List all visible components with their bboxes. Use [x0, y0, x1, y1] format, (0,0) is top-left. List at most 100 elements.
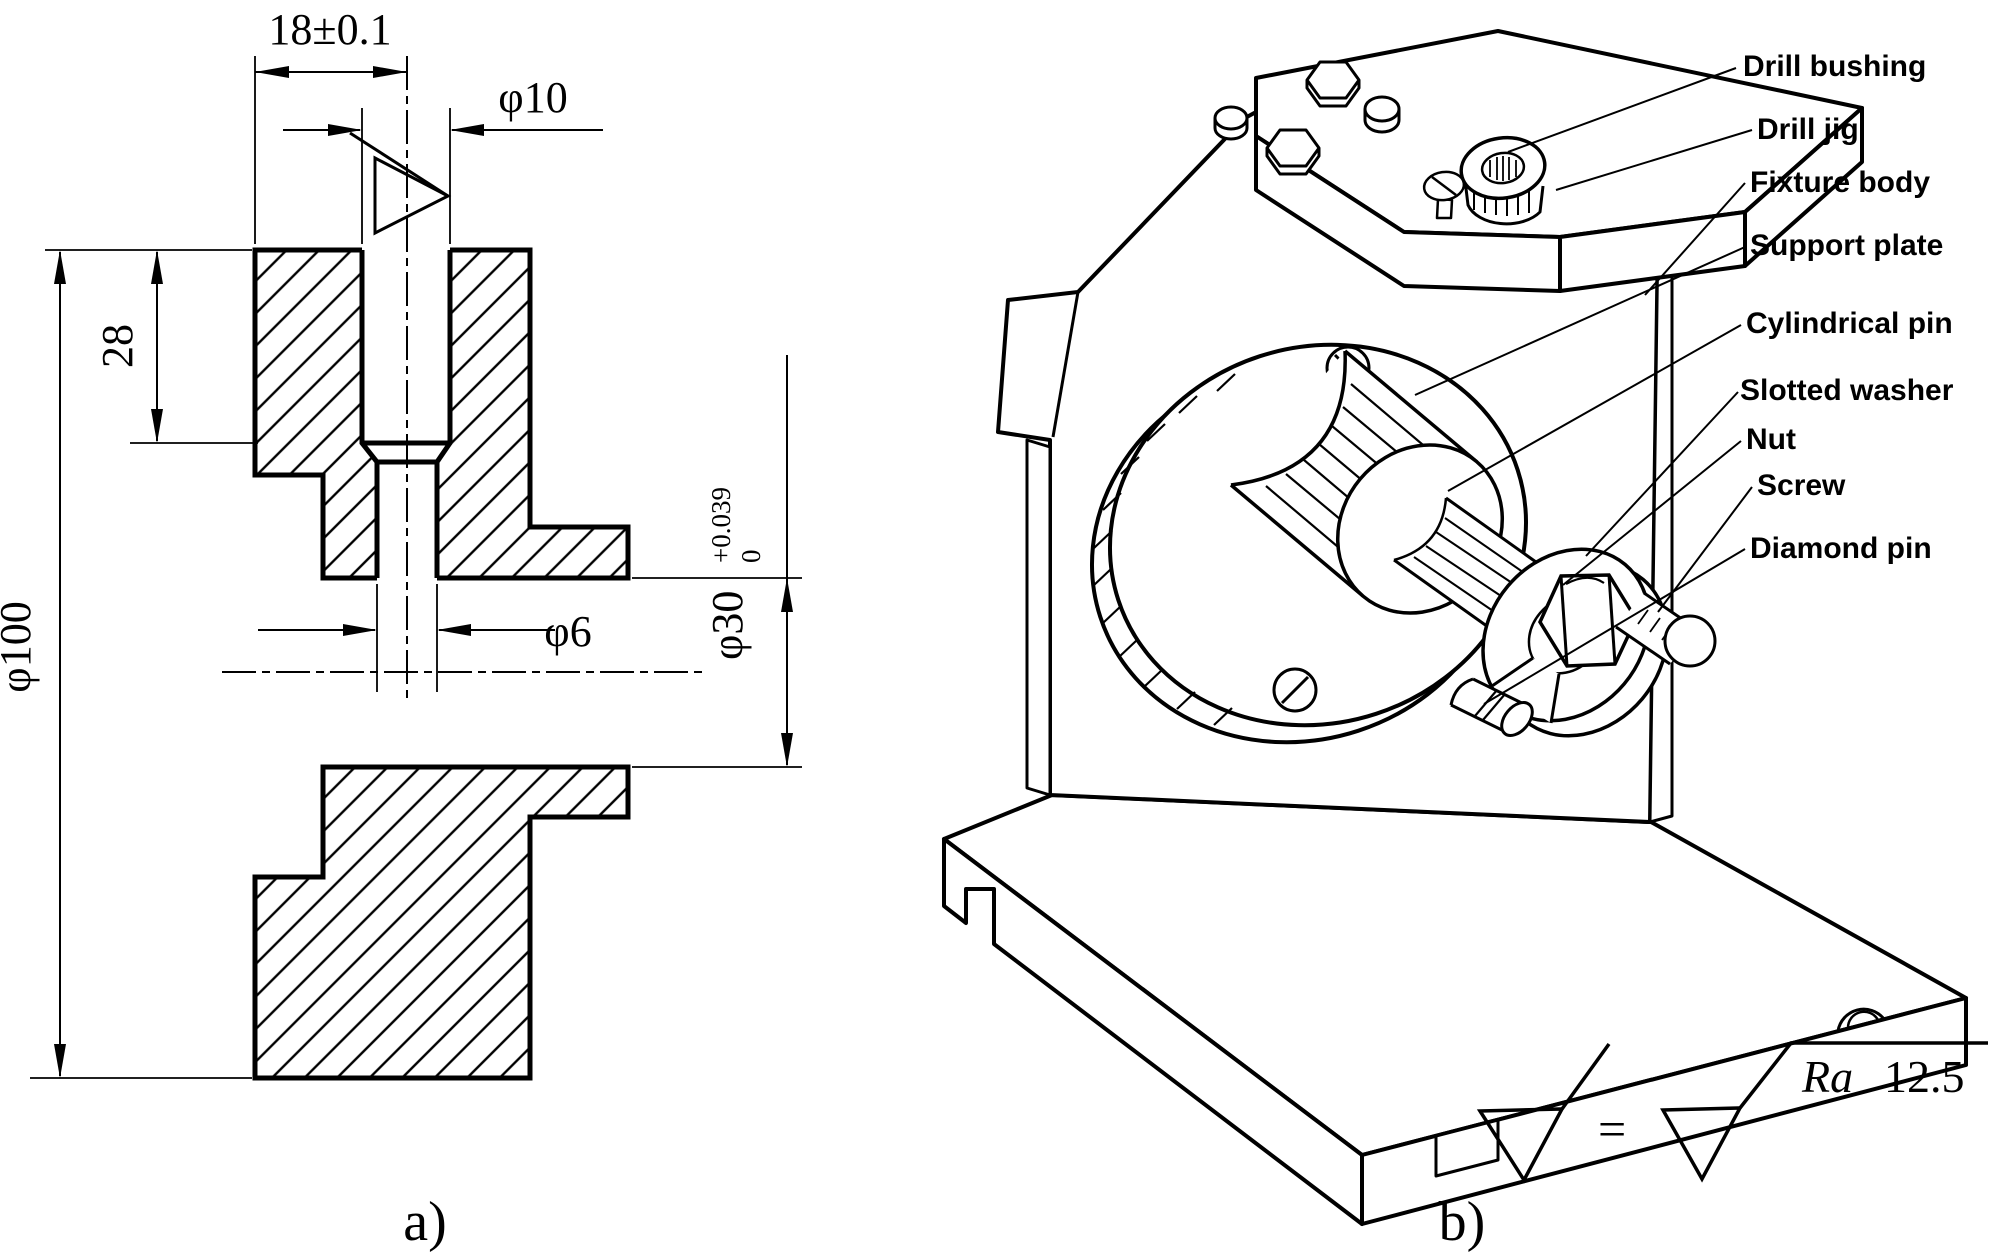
extension-lines — [30, 56, 802, 1079]
roughness-ra-value: 12.5 — [1884, 1051, 1965, 1102]
cylindrical-pin-part — [1229, 349, 1551, 636]
rim-tick — [1102, 605, 1122, 624]
leader-nut — [1562, 440, 1742, 586]
counterbore-left-wall — [359, 250, 380, 578]
label-screw: Screw — [1757, 469, 1846, 502]
nut-facet-edge-2 — [1559, 575, 1569, 667]
surface-finish-tail — [349, 131, 449, 198]
shaft-spline-line — [1444, 517, 1531, 578]
jig-pin-1 — [1213, 105, 1249, 141]
arrow-phi30-bottom — [781, 733, 793, 767]
rim-tick — [1120, 456, 1140, 475]
rim-tick — [1102, 492, 1122, 511]
surface-finish-icon — [349, 131, 452, 236]
jig-screw-small — [1422, 170, 1466, 220]
shaft-spline-line — [1425, 545, 1508, 601]
washer-slot-fill — [1492, 658, 1559, 723]
jig-pin-2 — [1363, 95, 1401, 134]
dim-phi6-label: φ6 — [544, 607, 591, 656]
base-edge-notch-square — [1434, 1118, 1500, 1178]
drill-bushing-part — [1459, 135, 1547, 226]
arrow-phi100-top — [54, 250, 66, 284]
label-fixture-body: Fixture body — [1750, 166, 1930, 199]
roughness-symbol-basic-tail — [1560, 1042, 1611, 1111]
arrow-phi30-top — [781, 578, 793, 612]
leader-lines — [1414, 67, 1753, 705]
pin-edge-top — [1343, 349, 1479, 464]
shaft-back-rim — [1393, 497, 1448, 562]
nut-facet-edge-1 — [1607, 574, 1617, 665]
caption-a: a) — [403, 1191, 447, 1253]
hex-bolt-1-head — [1305, 60, 1361, 100]
label-drill-bushing: Drill bushing — [1743, 50, 1926, 83]
counterbore-right-wall — [434, 250, 453, 578]
screw-end-cap — [1663, 614, 1717, 668]
leader-diamond-pin — [1483, 548, 1746, 705]
dim-phi100-label: φ100 — [0, 601, 40, 692]
label-support-plate: Support plate — [1750, 229, 1943, 262]
section-lower-hatched — [255, 767, 628, 1078]
shaft-edge-top — [1445, 496, 1551, 574]
outline-upper-right — [437, 247, 631, 581]
diamond-pin-edge-2 — [1450, 703, 1507, 734]
dim-18-label: 18±0.1 — [268, 5, 391, 54]
rim-tick — [1092, 568, 1112, 587]
leader-support-plate — [1414, 246, 1746, 396]
label-slotted-washer: Slotted washer — [1740, 374, 1954, 407]
nut-part — [1538, 573, 1638, 668]
pin-back-rim — [1230, 350, 1347, 487]
roughness-ra-label: Ra — [1801, 1051, 1853, 1102]
label-nut: Nut — [1746, 423, 1796, 456]
caption-b: b) — [1439, 1191, 1486, 1253]
roughness-symbol-ra — [1660, 1106, 1743, 1183]
arrow-28-top — [151, 250, 163, 284]
pin-edge-bottom — [1229, 483, 1365, 598]
nut-chamfer-arc — [1565, 576, 1605, 585]
screw-part — [1615, 591, 1717, 668]
roughness-note — [1476, 1041, 1988, 1184]
rim-tick — [1144, 668, 1164, 687]
rim-tick — [1213, 707, 1233, 726]
leader-drill-bushing — [1507, 67, 1737, 153]
jig-right-band — [1743, 106, 1864, 268]
panel-a: 18±0.1 φ10 28 φ100 φ6 φ30 +0.039 0 a) — [0, 5, 802, 1253]
washer-slot-edge-2 — [1491, 656, 1534, 688]
arrow-18-left — [255, 66, 289, 78]
dim-phi10-label: φ10 — [498, 73, 567, 122]
diamond-pin-edge-1 — [1472, 677, 1529, 708]
shaft-spline-line — [1413, 556, 1497, 614]
dim-phi30-label: φ30 — [703, 591, 752, 660]
leader-drill-jig — [1555, 129, 1753, 191]
label-cylindrical-pin: Cylindrical pin — [1746, 307, 1953, 340]
arrow-28-bottom — [151, 409, 163, 443]
wall-chamfer-edge — [1051, 291, 1080, 438]
hex-bolt-2 — [1265, 128, 1321, 176]
arrow-phi10-left — [328, 124, 362, 136]
leader-cylindrical-pin — [1447, 324, 1742, 492]
roughness-symbol-ra-tail — [1738, 1041, 1988, 1110]
arrow-phi6-right — [437, 624, 471, 636]
screw-thread-line — [1649, 617, 1661, 633]
disc-screw-bottom-slot — [1280, 675, 1310, 705]
dim-phi30-group: φ30 +0.039 0 — [703, 487, 766, 660]
arrow-phi6-left — [343, 624, 377, 636]
jig-pin-1-top — [1213, 105, 1249, 131]
arrow-phi100-bottom — [54, 1044, 66, 1078]
jig-screw-slot — [1431, 176, 1457, 196]
dim-phi30-tol-upper: +0.039 — [706, 487, 736, 563]
shaft-spline-line — [1435, 531, 1519, 588]
shaft-edge-bottom — [1393, 558, 1499, 636]
bushing-bore-hatch — [1489, 156, 1517, 181]
jig-screw-stem — [1435, 197, 1454, 220]
arrow-18-right — [373, 66, 407, 78]
roughness-equals: = — [1598, 1101, 1626, 1157]
panel-b: Drill bushing Drill jig Fixture body Sup… — [942, 29, 1988, 1253]
wall-left-strip — [1025, 438, 1052, 797]
washer-slot-edge-1 — [1549, 673, 1561, 724]
diamond-pin-part — [1449, 677, 1534, 737]
shaft-spline-lines — [1413, 517, 1531, 614]
roughness-symbol-basic — [1476, 1107, 1565, 1184]
label-drill-jig: Drill jig — [1757, 113, 1859, 146]
